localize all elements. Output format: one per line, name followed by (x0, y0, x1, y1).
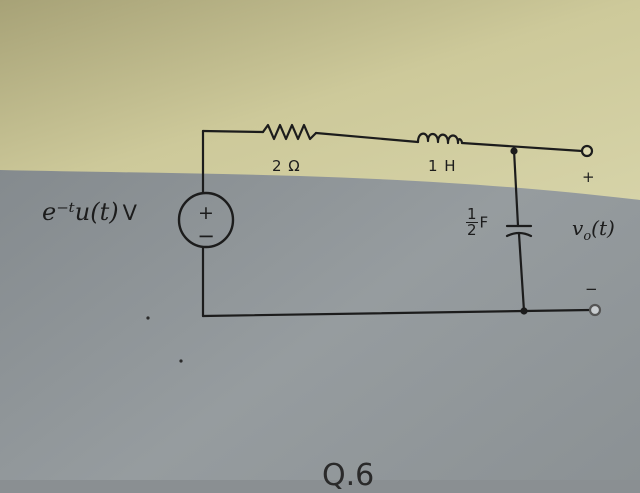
circuit-photo: + − (0, 0, 640, 480)
inductor-label: 1 H (428, 157, 457, 175)
source-label: e⁻ᵗu(t)V (42, 198, 137, 226)
output-symbol: v (572, 216, 584, 240)
source-plus-sign: + (198, 202, 214, 224)
top-wire-left (201, 129, 265, 134)
output-plus-sign: + (582, 168, 595, 186)
capacitor-fraction: 1 2 (466, 207, 478, 238)
source-unit: V (122, 201, 137, 225)
capacitor-wire-bottom (517, 232, 526, 313)
resistor-label: 2 Ω (272, 157, 301, 175)
source-minus-sign: − (197, 224, 215, 248)
capacitor-numerator: 1 (466, 205, 478, 223)
junction-dot-top (510, 147, 518, 155)
paper-speck (179, 359, 183, 363)
output-terminal-bottom (588, 303, 602, 317)
inductor (416, 132, 464, 145)
capacitor-label: 1 2 F (466, 207, 488, 238)
source-expression: e⁻ᵗu(t) (42, 198, 119, 226)
junction-dot-bottom (520, 307, 528, 315)
top-wire-middle (314, 131, 420, 144)
output-voltage-label: vo(t) (572, 216, 615, 244)
capacitor-wire-top (512, 148, 520, 228)
output-subscript: o (583, 229, 592, 244)
output-minus-sign: − (585, 280, 598, 298)
capacitor-denominator: 2 (467, 221, 477, 239)
output-argument: (t) (591, 216, 615, 240)
top-wire-right (460, 141, 584, 153)
lit-paper-region (0, 0, 640, 200)
voltage-source-circle (177, 191, 235, 249)
question-caption: Q.6 (322, 458, 375, 493)
resistor (261, 123, 318, 141)
paper-speck (146, 316, 150, 320)
output-terminal-top (580, 144, 594, 158)
capacitor-unit: F (479, 213, 489, 232)
